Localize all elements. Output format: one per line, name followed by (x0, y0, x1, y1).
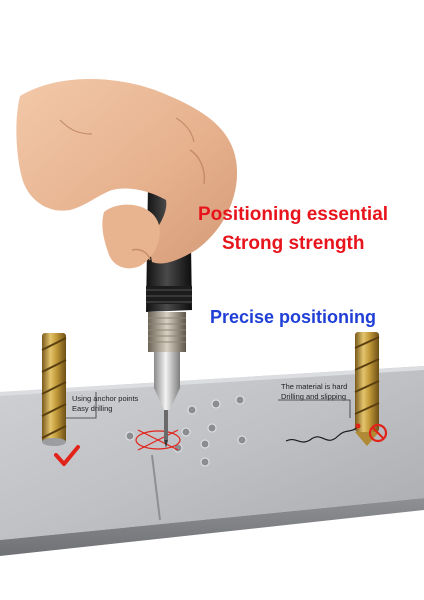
callout-left (66, 392, 97, 419)
note-right-line-1: The material is hard (281, 382, 348, 391)
prohibited-icon (368, 423, 388, 443)
headline-strength: Strong strength (222, 233, 365, 254)
callout-right (278, 399, 351, 418)
note-anchor-points: Using anchor points Easy drilling (72, 394, 138, 414)
note-left-line-2: Easy drilling (72, 404, 113, 413)
check-mark-icon (54, 445, 80, 466)
headline-positioning: Positioning essential (198, 204, 389, 225)
note-left-line-1: Using anchor points (72, 394, 139, 403)
metal-plate (0, 366, 424, 556)
drill-bit-right (354, 332, 380, 446)
slip-line (285, 425, 359, 443)
note-right-line-2: Drilling and slipping (281, 392, 347, 401)
drill-bit-left (41, 333, 67, 446)
note-hard-material: The material is hard Drilling and slippi… (281, 382, 347, 402)
punch-marks (125, 395, 247, 467)
headline-precise: Precise positioning (210, 307, 377, 327)
target-mark (135, 429, 181, 451)
hand (16, 79, 238, 269)
